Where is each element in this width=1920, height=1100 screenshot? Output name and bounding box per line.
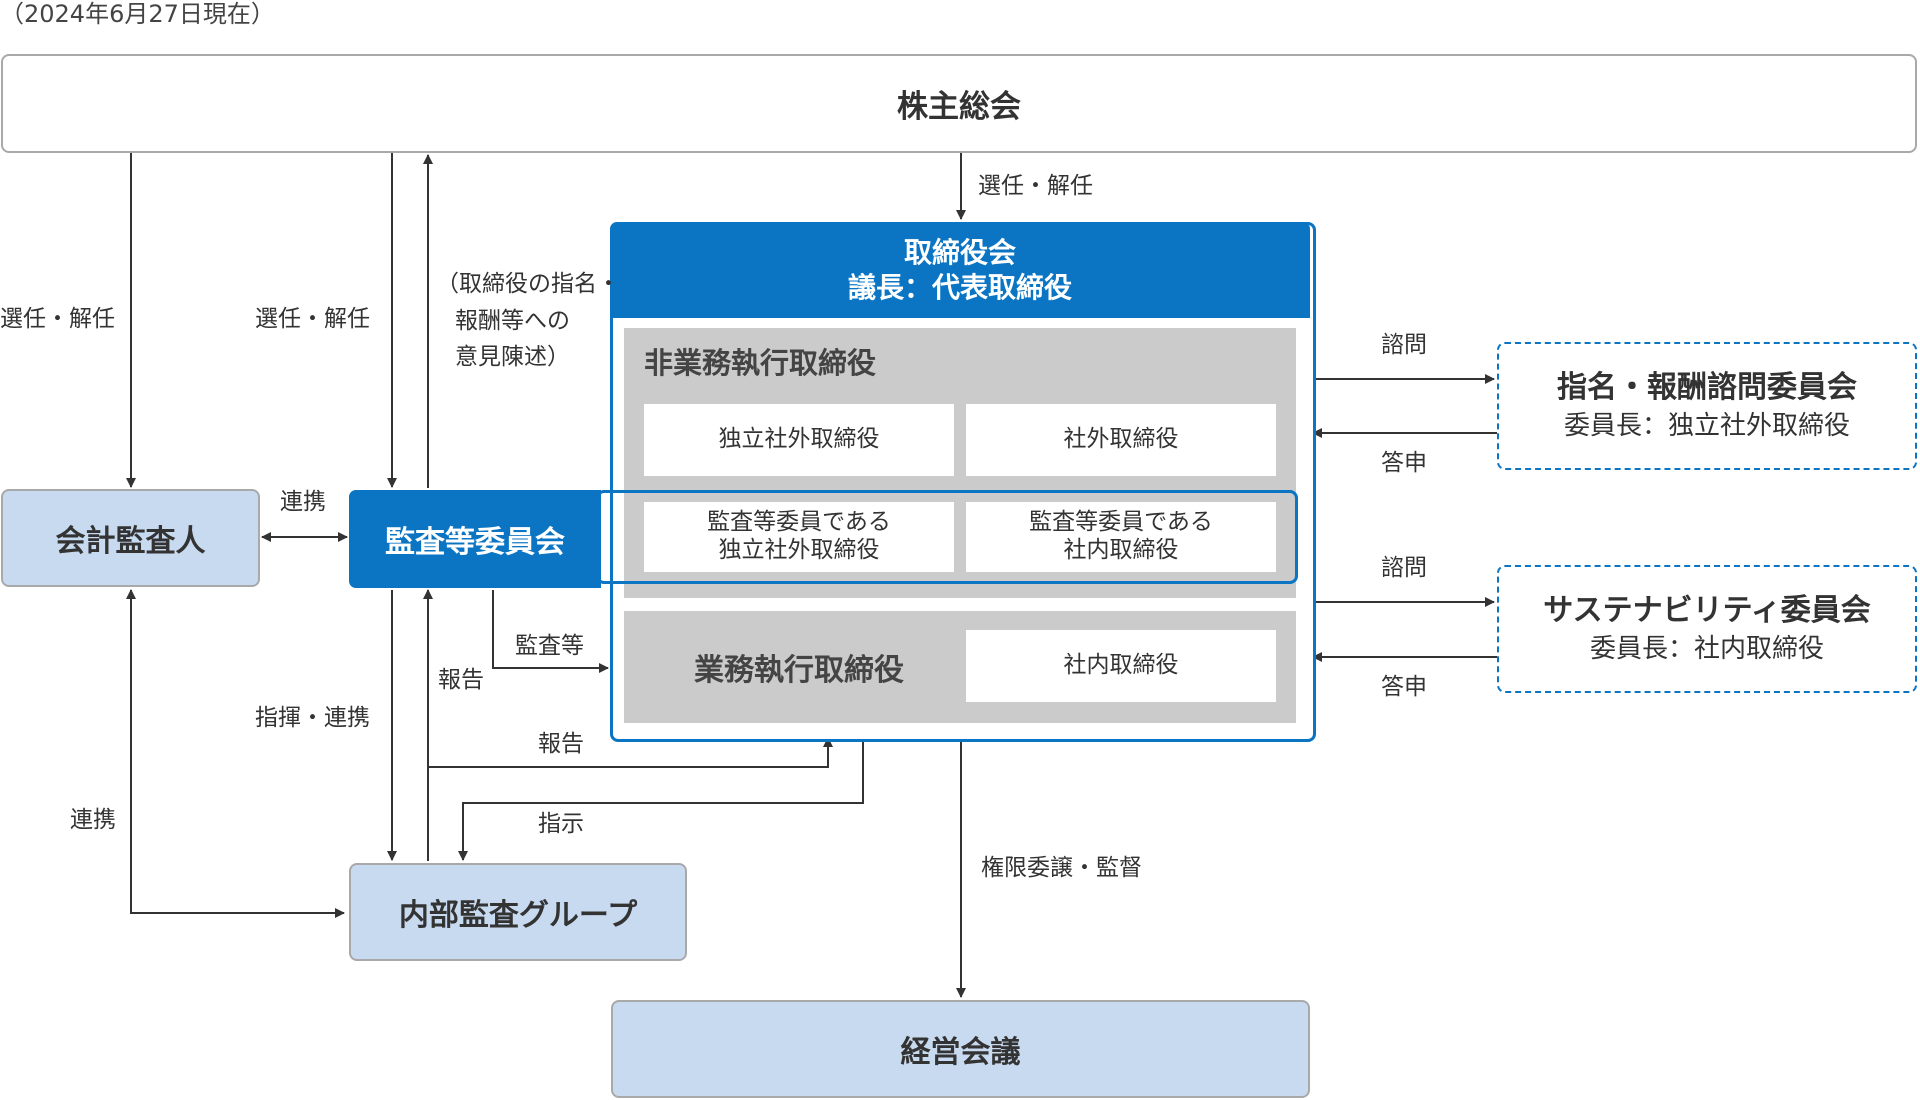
label-cooperation-auditor-internal: 連携 xyxy=(70,807,116,833)
cell-line: 社内取締役 xyxy=(1063,537,1179,563)
board-title: 取締役会 xyxy=(903,236,1016,269)
label-elect-dismiss-auditor: 選任・解任 xyxy=(0,306,115,332)
label-opinion-3: 意見陳述） xyxy=(455,344,570,370)
label-answer-nomination: 答申 xyxy=(1381,450,1427,476)
nomination-committee-box: 指名・報酬諮問委員会 委員長：独立社外取締役 xyxy=(1497,342,1917,470)
management-meeting-box: 経営会議 xyxy=(611,1000,1310,1098)
arrow-internal-report-board xyxy=(428,737,833,768)
accounting-auditor-box: 会計監査人 xyxy=(1,489,260,587)
arrow-board-instruct-internal xyxy=(458,736,864,861)
internal-director-cell: 社内取締役 xyxy=(966,630,1276,702)
label-report-ac: 報告 xyxy=(438,667,484,693)
internal-audit-box: 内部監査グループ xyxy=(349,863,687,961)
label-answer-sustainability: 答申 xyxy=(1381,674,1427,700)
board-header: 取締役会 議長：代表取締役 xyxy=(610,222,1310,318)
as-of-date: （2024年6月27日現在） xyxy=(0,0,275,28)
nomination-committee-chair: 委員長：独立社外取締役 xyxy=(1563,410,1850,441)
cell-line: 監査等委員である xyxy=(707,509,891,536)
label-elect-dismiss-ac: 選任・解任 xyxy=(255,306,370,332)
outside-director-cell: 社外取締役 xyxy=(966,404,1276,476)
label-audit-etc: 監査等 xyxy=(515,633,584,659)
executive-title: 業務執行取締役 xyxy=(694,653,904,688)
cell-line: 独立社外取締役 xyxy=(718,537,880,563)
label-report-board: 報告 xyxy=(538,731,584,757)
audit-committee-highlight xyxy=(596,490,1298,584)
general-meeting-box: 株主総会 xyxy=(1,54,1917,153)
audit-member-independent-cell: 監査等委員である 独立社外取締役 xyxy=(644,502,954,572)
arrow-ac-audit-exec xyxy=(492,590,609,673)
nomination-committee-title: 指名・報酬諮問委員会 xyxy=(1557,370,1857,406)
label-cooperation-auditor-ac: 連携 xyxy=(280,489,326,515)
audit-member-internal-cell: 監査等委員である 社内取締役 xyxy=(966,502,1276,572)
label-opinion-1: （取締役の指名・ xyxy=(436,271,620,297)
label-direct-cooperate: 指揮・連携 xyxy=(255,705,370,731)
label-delegate-supervise: 権限委譲・監督 xyxy=(981,855,1142,881)
board-chair: 議長：代表取締役 xyxy=(847,271,1072,304)
audit-committee-box: 監査等委員会 xyxy=(349,490,601,588)
sustainability-committee-box: サステナビリティ委員会 委員長：社内取締役 xyxy=(1497,565,1917,693)
label-consult-sustainability: 諮問 xyxy=(1381,555,1427,581)
arrow-auditor-internal-link xyxy=(130,590,345,918)
label-instruct: 指示 xyxy=(538,811,584,837)
label-consult-nomination: 諮問 xyxy=(1381,332,1427,358)
sustainability-committee-chair: 委員長：社内取締役 xyxy=(1589,633,1824,664)
independent-outside-director-cell: 独立社外取締役 xyxy=(644,404,954,476)
sustainability-committee-title: サステナビリティ委員会 xyxy=(1543,593,1871,629)
label-elect-dismiss-board: 選任・解任 xyxy=(978,173,1093,199)
label-opinion-2: 報酬等への xyxy=(455,308,570,334)
cell-line: 監査等委員である xyxy=(1029,509,1213,536)
non-executive-title: 非業務執行取締役 xyxy=(644,346,877,380)
